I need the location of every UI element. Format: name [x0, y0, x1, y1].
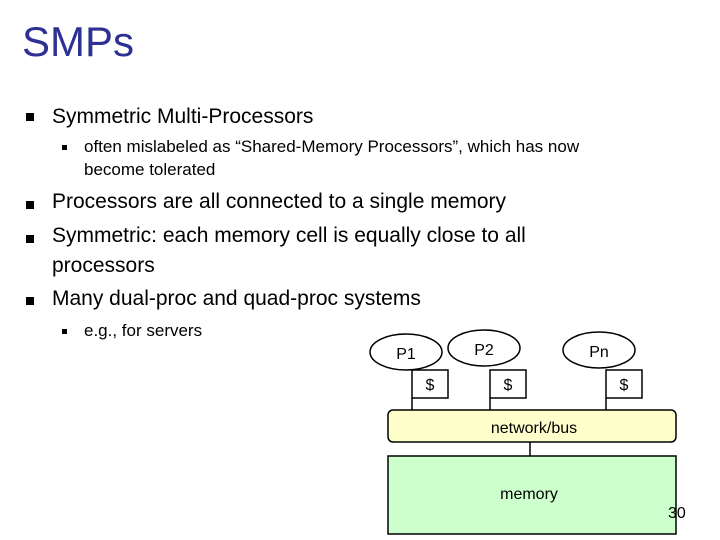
cache-pn: [605, 369, 643, 399]
bullet-marker: [26, 235, 34, 243]
sub-bullet-servers: e.g., for servers: [84, 321, 203, 340]
bullet-dual-quad: Many dual-proc and quad-proc systems: [52, 287, 421, 310]
sub-bullet-mislabeled-line1: often mislabeled as “Shared-Memory Proce…: [84, 137, 580, 156]
bullet-marker: [26, 113, 34, 121]
processor-p2: [447, 329, 521, 367]
network-bus: [387, 409, 677, 443]
memory-block: [387, 455, 677, 535]
cache-p1: [411, 369, 449, 399]
cache-p2-label: $: [504, 377, 513, 394]
sub-bullet-marker: [62, 329, 67, 334]
network-bus-label: network/bus: [491, 420, 577, 437]
slide-number: 30: [668, 505, 686, 522]
processor-pn-label: Pn: [589, 344, 609, 361]
bullet-marker: [26, 201, 34, 209]
bullet-symmetric: Symmetric Multi-Processors: [52, 105, 314, 128]
processor-pn: [562, 331, 636, 369]
bullet-symmetric-cell-line2: processors: [52, 254, 155, 277]
sub-bullet-mislabeled-line2: become tolerated: [84, 160, 216, 179]
memory-label: memory: [500, 486, 558, 503]
processor-p1-label: P1: [396, 346, 416, 363]
bullet-connected: Processors are all connected to a single…: [52, 190, 507, 213]
bullet-symmetric-cell-line1: Symmetric: each memory cell is equally c…: [52, 224, 526, 247]
slide-title: SMPs: [22, 18, 135, 65]
processor-p2-label: P2: [474, 342, 494, 359]
cache-p1-label: $: [426, 377, 435, 394]
sub-bullet-marker: [62, 145, 67, 150]
bullet-marker: [26, 297, 34, 305]
cache-p2: [489, 369, 527, 399]
processor-p1: [369, 333, 443, 371]
cache-pn-label: $: [620, 377, 629, 394]
